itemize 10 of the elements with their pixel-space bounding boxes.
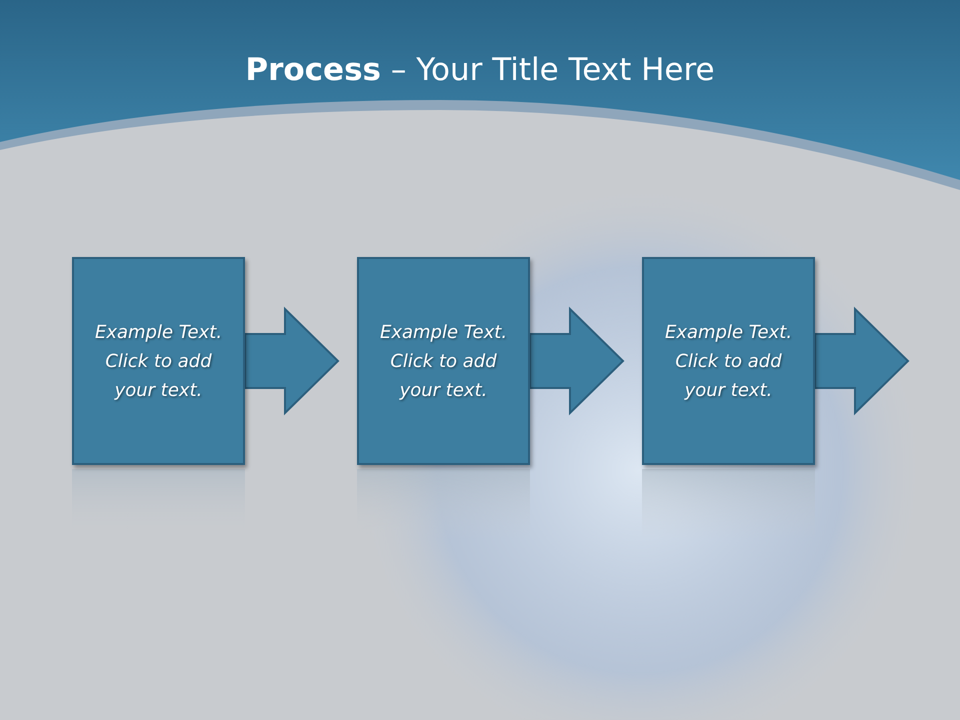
box-text: Example Text. Click to add your text.	[94, 320, 224, 402]
block-arrow	[814, 306, 910, 416]
process-box	[72, 257, 245, 465]
box-text: Example Text. Click to add your text.	[378, 320, 508, 402]
block-arrow	[529, 306, 624, 416]
process-box	[357, 257, 530, 465]
block-arrow	[244, 306, 340, 416]
title: Process – Your Title Text Here	[244, 52, 716, 88]
process-box	[642, 257, 815, 465]
box-text: Example Text. Click to add your text.	[664, 320, 794, 402]
